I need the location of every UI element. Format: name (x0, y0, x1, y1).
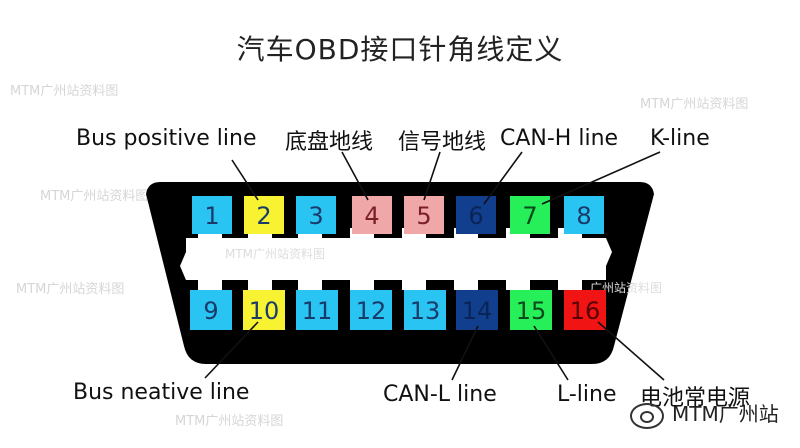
leader-line-ground-chassis (341, 151, 369, 201)
leader-lines (204, 151, 665, 381)
pin-8: 8 (564, 196, 604, 234)
leader-line-battery (597, 321, 665, 381)
label-signal-ground: 信号地线 (398, 130, 487, 155)
pin-3: 3 (296, 196, 336, 234)
footer-logo-text: MTM广州站 (672, 402, 779, 426)
label-can-h: CAN-H line (500, 126, 619, 151)
pin-5: 5 (404, 196, 444, 234)
pin-9: 9 (190, 290, 232, 330)
leader-line-signal-ground (423, 151, 441, 201)
page-title: 汽车OBD接口针角线定义 (236, 33, 564, 66)
footer-logo: MTM广州站 (630, 398, 779, 429)
pin-13-block (404, 290, 446, 330)
label-ground-chassis: 底盘地线 (285, 130, 374, 155)
pin-12-number: 12 (356, 297, 387, 325)
pin-3-block (296, 196, 336, 234)
pin-13: 13 (404, 290, 446, 330)
svg-text:MTM广州站资料图: MTM广州站资料图 (225, 247, 325, 261)
leader-line-bus-positive (231, 159, 259, 201)
pin-6: 6 (456, 196, 496, 234)
pin-1: 1 (192, 196, 232, 234)
pin-9-number: 9 (203, 297, 218, 325)
pin-2-number: 2 (256, 202, 271, 230)
label-k-line: K-line (650, 126, 710, 151)
pin-14-block (456, 290, 498, 330)
pin-10-number: 10 (249, 297, 280, 325)
pin-12: 12 (350, 290, 392, 330)
pin-1-block (192, 196, 232, 234)
pin-15: 15 (510, 290, 552, 330)
pin-14: 14 (456, 290, 498, 330)
pin-11: 11 (296, 290, 338, 330)
watermark: MTM广州站资料图 (640, 97, 749, 112)
pin-8-block (564, 196, 604, 234)
watermark: MTM广州站资料图 (175, 414, 284, 429)
wechat-icon (630, 402, 664, 429)
leader-line-l-line (533, 325, 569, 381)
pin-4-number: 4 (364, 202, 379, 230)
pin-9-block (190, 290, 232, 330)
label-bus-negative: Bus neative line (73, 380, 250, 405)
pin-7: 7 (510, 196, 550, 234)
pin-3-number: 3 (308, 202, 323, 230)
label-can-l: CAN-L line (383, 382, 497, 407)
label-l-line: L-line (557, 382, 617, 407)
connector-slot (180, 228, 612, 290)
pin-7-number: 7 (522, 202, 537, 230)
pin-13-number: 13 (410, 297, 441, 325)
svg-text:广州站资料图: 广州站资料图 (590, 281, 662, 295)
watermark: MTM广州站资料图 (40, 189, 149, 204)
pin-4-block (352, 196, 392, 234)
leader-line-bus-negative (204, 321, 259, 379)
pin-8-number: 8 (576, 202, 591, 230)
pin-16-number: 16 (570, 297, 601, 325)
pin-4: 4 (352, 196, 392, 234)
pin-6-number: 6 (468, 202, 483, 230)
pin-6-block (456, 196, 496, 234)
pin-7-block (510, 196, 550, 234)
pin-15-block (510, 290, 552, 330)
leader-line-can-l (451, 325, 479, 381)
watermark: MTM广州站资料图 (16, 282, 125, 297)
pin-5-block (404, 196, 444, 234)
watermark: MTM广州站资料图 (10, 84, 119, 99)
pin-11-number: 11 (302, 297, 333, 325)
pin-16: 16 (564, 290, 606, 330)
pin-1-number: 1 (204, 202, 219, 230)
pin-10-block (243, 290, 285, 330)
leader-line-can-h (483, 151, 523, 205)
pin-2: 2 (244, 196, 284, 234)
pin-5-number: 5 (416, 202, 431, 230)
pin-14-number: 14 (462, 297, 493, 325)
pin-12-block (350, 290, 392, 330)
pin-11-block (296, 290, 338, 330)
pin-10: 10 (243, 290, 285, 330)
label-bus-positive: Bus positive line (76, 126, 257, 151)
pin-2-block (244, 196, 284, 234)
leader-line-k-line (541, 151, 661, 205)
pin-15-number: 15 (516, 297, 547, 325)
